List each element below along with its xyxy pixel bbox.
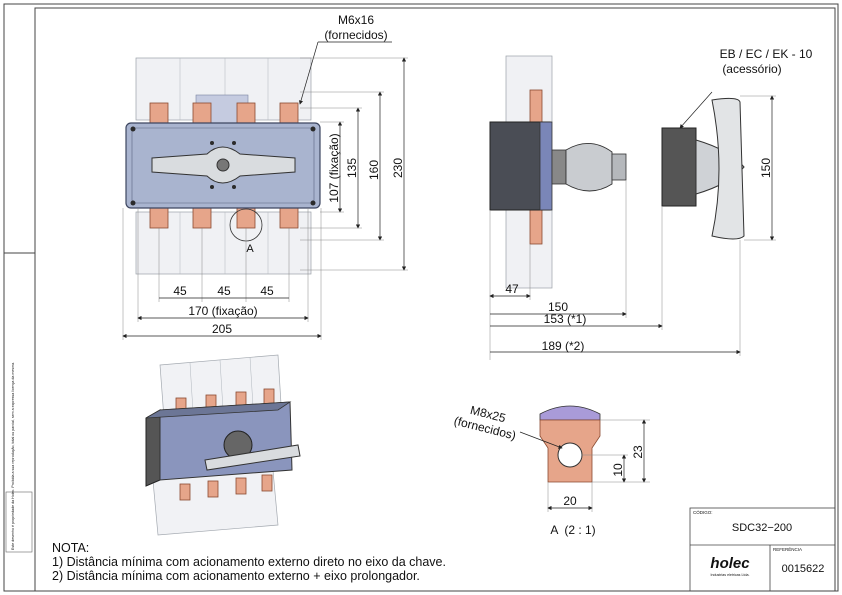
accessory-label: EB / EC / EK - 10 [720, 47, 813, 61]
dim-153: 153 (*1) [544, 312, 587, 326]
brand-logo: holec [710, 555, 750, 572]
reference-label: REFERÊNCIA [773, 545, 802, 552]
dim-189: 189 (*2) [542, 339, 585, 353]
accessory-note: (acessório) [722, 62, 781, 76]
dim-45-c: 45 [260, 284, 274, 298]
dim-135: 135 [345, 158, 359, 178]
dim-107: 107 (fixação) [327, 133, 341, 202]
detail-view-a: M8x25 (fornecidos) 23 10 20 A (2 : 1) [453, 403, 650, 537]
note-line-2: 2) Distância mínima com acionamento exte… [52, 569, 420, 583]
drawing-code: SDC32−200 [732, 522, 792, 534]
notes-title: NOTA: [52, 541, 89, 555]
margin-note-text: Este desenho é propriedade da Holec. Pro… [11, 362, 15, 550]
dim-150: 150 [548, 300, 568, 314]
detail-marker: A [246, 243, 254, 255]
dim-45-b: 45 [217, 284, 231, 298]
isometric-view [145, 354, 301, 536]
dim-205: 205 [212, 322, 232, 336]
sheet-border [3, 3, 839, 592]
detail-dim-20: 20 [563, 494, 577, 508]
front-bolt-note: (fornecidos) [324, 28, 387, 42]
notes-block: NOTA: 1) Distância mínima com acionament… [52, 541, 446, 583]
drawing-frame [34, 7, 836, 592]
note-line-1: 1) Distância mínima com acionamento exte… [52, 555, 446, 569]
front-bolt-label: M6x16 [338, 13, 374, 27]
title-block: CÓDIGO: SDC32−200 REFERÊNCIA 0015622 hol… [689, 507, 836, 592]
side-view: EB / EC / EK - 10 (acessório) 150 47 150… [489, 47, 813, 360]
dim-170: 170 (fixação) [188, 304, 257, 318]
margin-note: Este desenho é propriedade da Holec. Pro… [5, 362, 33, 553]
detail-caption: A (2 : 1) [550, 523, 595, 537]
detail-dim-23: 23 [631, 445, 645, 459]
code-label: CÓDIGO: [693, 509, 713, 515]
dim-160: 160 [367, 160, 381, 180]
dim-47: 47 [505, 282, 519, 296]
dim-230: 230 [391, 158, 405, 178]
brand-subtitle: Industrias eletricas Ltda. [711, 573, 750, 577]
detail-dim-10: 10 [611, 463, 625, 477]
handle-dim-150: 150 [759, 158, 773, 178]
reference-number: 0015622 [782, 563, 825, 575]
dim-45-a: 45 [173, 284, 187, 298]
front-view: A M6x16 (fornecidos) 230 160 135 107 (fi… [122, 13, 408, 340]
